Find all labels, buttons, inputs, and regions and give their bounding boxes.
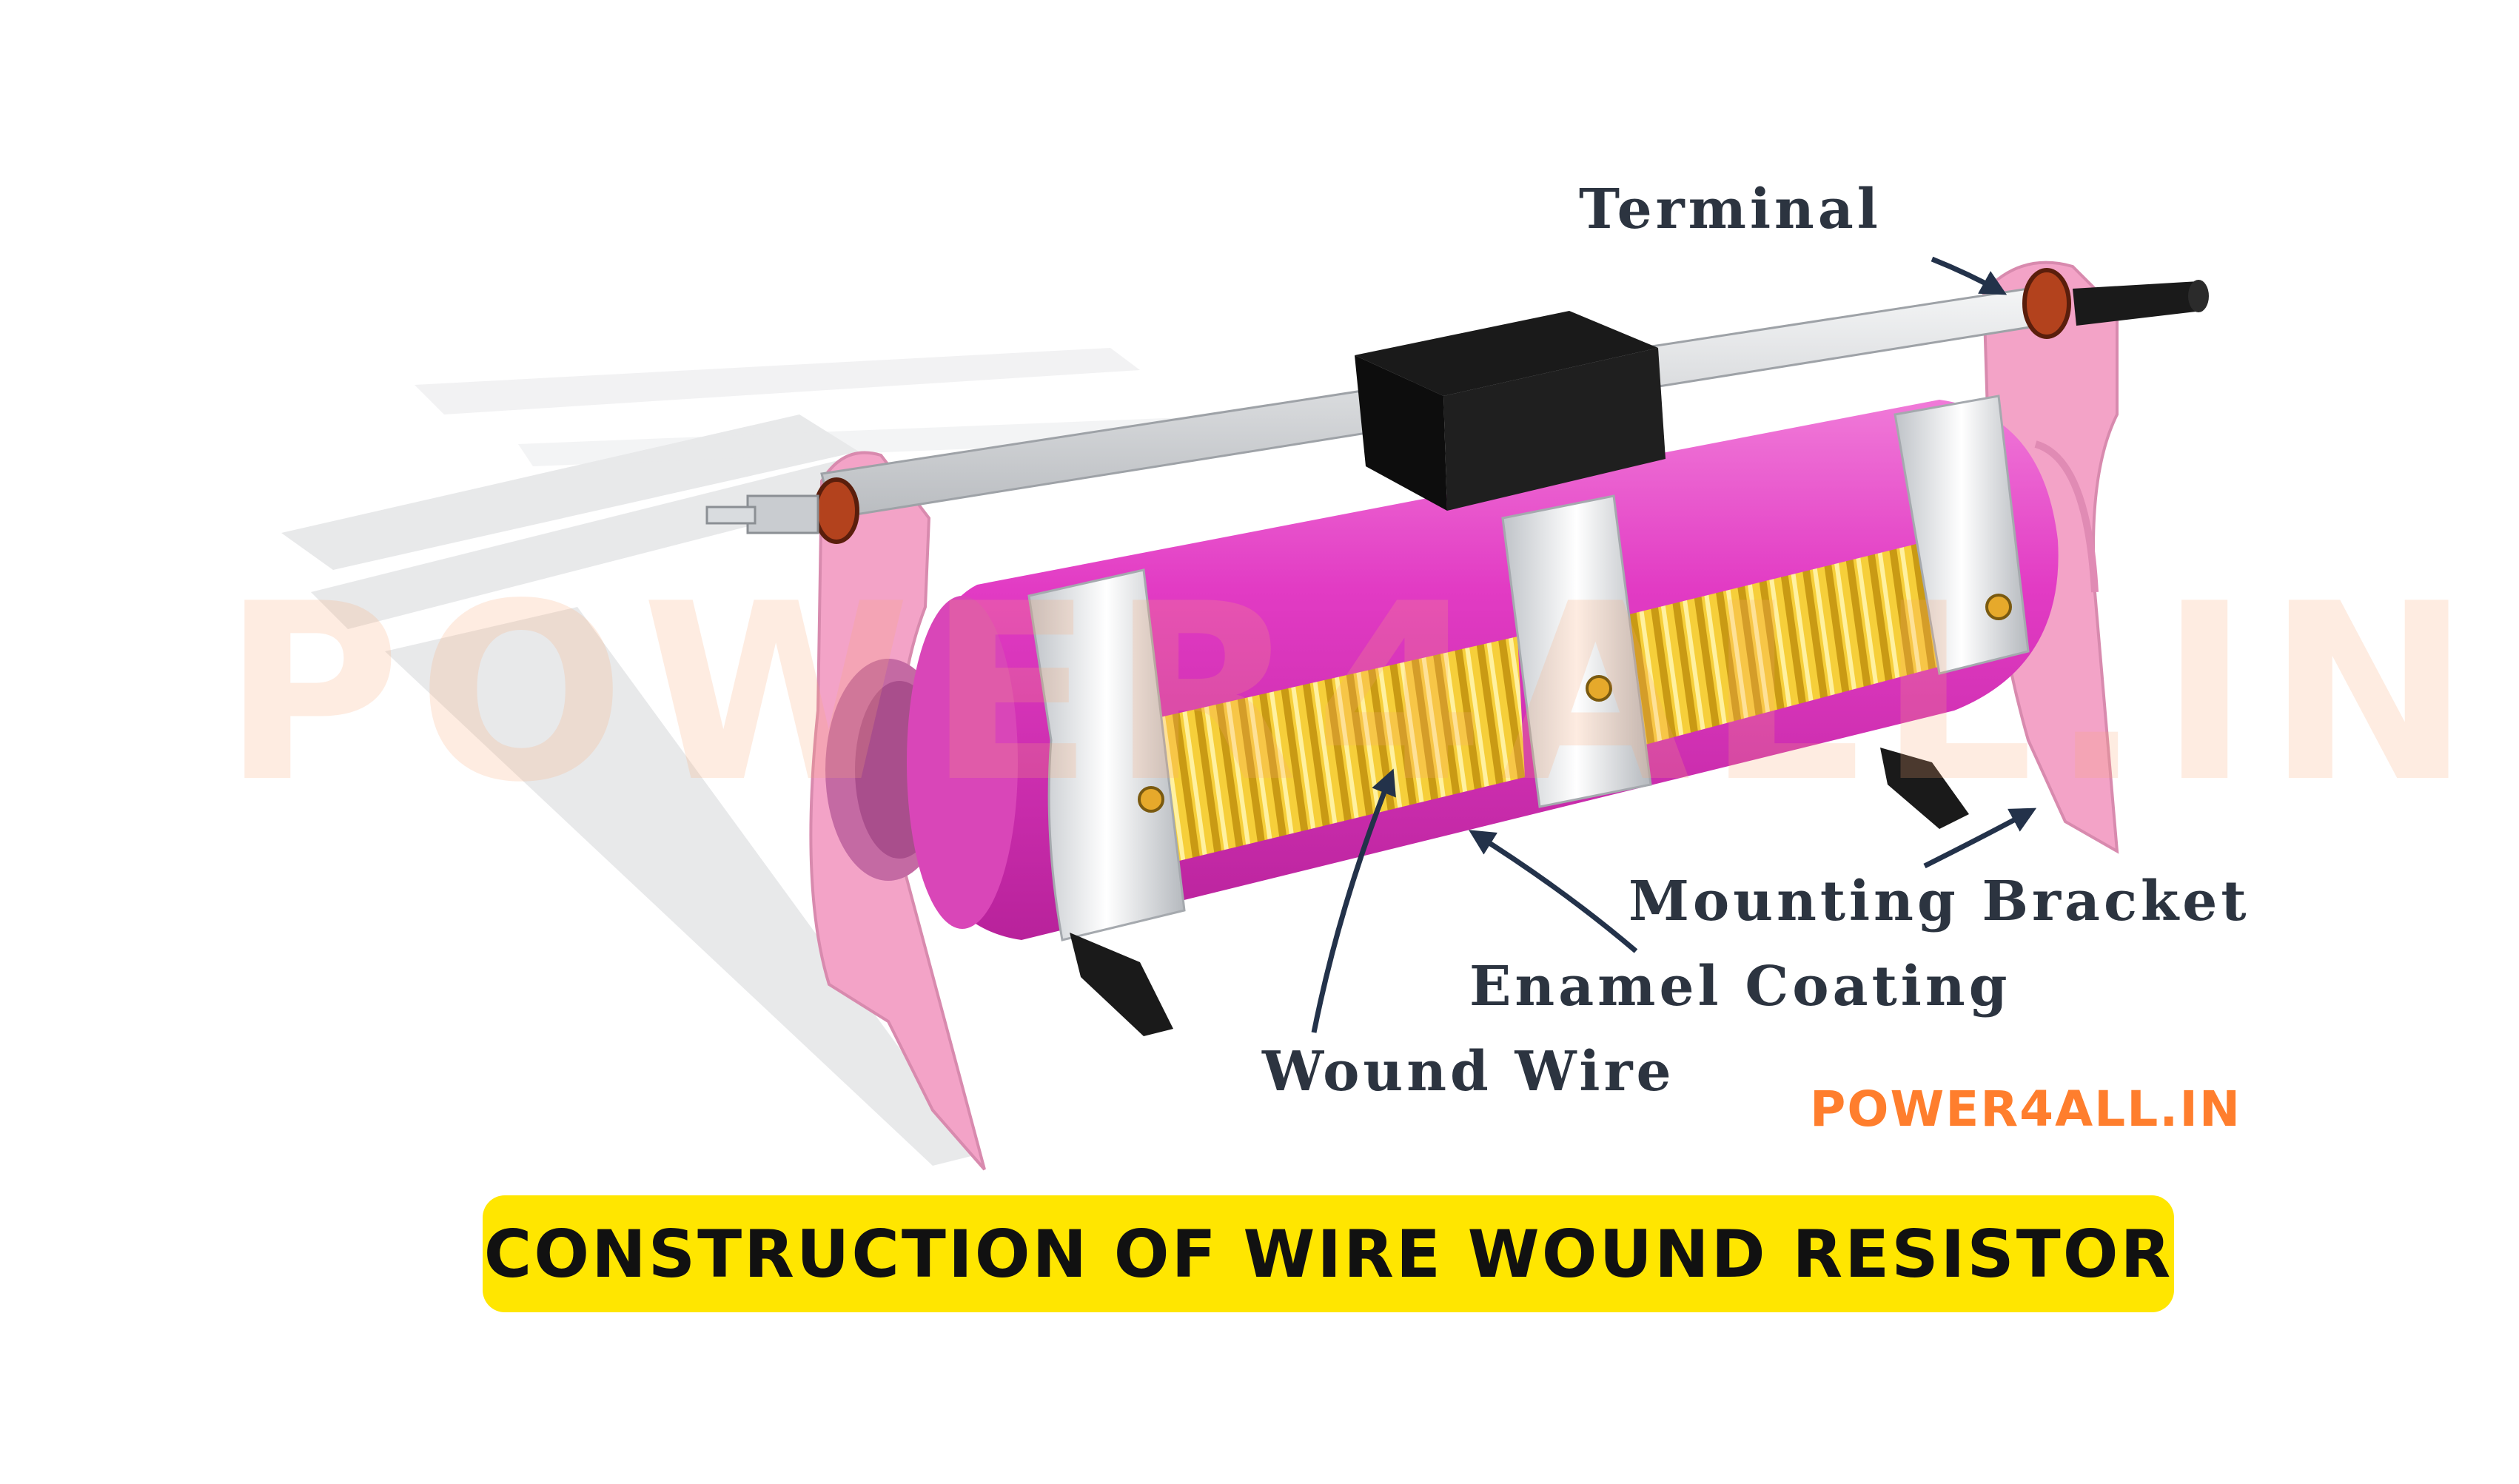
tube-left-end xyxy=(907,596,1018,929)
page-title: CONSTRUCTION OF WIRE WOUND RESISTOR xyxy=(483,1215,2173,1292)
arrow-terminal xyxy=(1931,256,2008,295)
brand-text: POWER4ALL.IN xyxy=(1810,1081,2242,1138)
arrow-enamel-coating xyxy=(1469,830,1638,953)
sliding-contact xyxy=(1355,311,1666,511)
terminal-right xyxy=(2022,268,2209,339)
arrow-wound-wire xyxy=(1311,768,1396,1033)
label-arrows xyxy=(1311,256,2037,1033)
label-wound-wire: Wound Wire xyxy=(1262,1040,1675,1104)
wound-wire-right xyxy=(1599,533,1969,755)
label-mounting-bracket: Mounting Bracket xyxy=(1629,870,2250,933)
label-enamel-coating: Enamel Coating xyxy=(1469,955,2011,1018)
background-shadow xyxy=(281,348,1273,1166)
label-terminal: Terminal xyxy=(1579,178,1882,241)
bottom-terminals xyxy=(1070,748,1969,1036)
title-banner: CONSTRUCTION OF WIRE WOUND RESISTOR xyxy=(483,1195,2174,1312)
arrow-mounting-bracket xyxy=(1923,808,2037,869)
clamp-left xyxy=(1027,568,1186,941)
terminal-left xyxy=(705,477,859,544)
clamp-middle xyxy=(1501,494,1652,808)
